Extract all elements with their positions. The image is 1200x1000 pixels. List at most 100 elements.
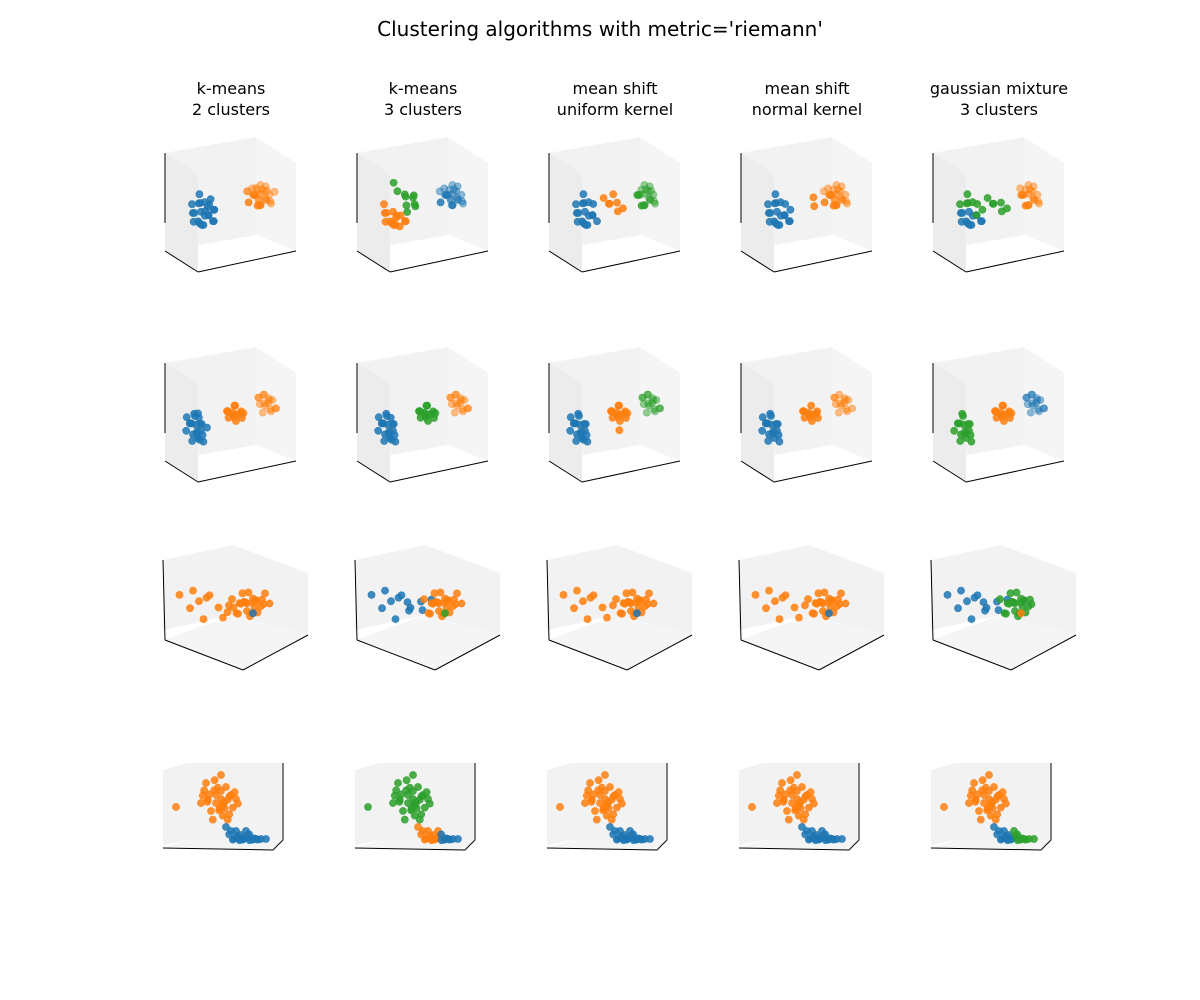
point-blue-0-17 bbox=[758, 413, 767, 422]
point-blue-0-8 bbox=[186, 419, 195, 428]
point-orange-0-31 bbox=[225, 810, 234, 819]
column-title-ms_uniform-line1: mean shift bbox=[572, 79, 657, 98]
panel-r2-gmm3 bbox=[932, 347, 1065, 483]
point-blue-1-15 bbox=[232, 827, 240, 835]
point-blue-0-10 bbox=[572, 437, 581, 445]
point-blue-1-22 bbox=[619, 836, 628, 845]
y-axis-line bbox=[1010, 634, 1077, 671]
point-green-2-7 bbox=[1030, 835, 1038, 843]
point-blue-1-23 bbox=[634, 834, 643, 843]
pane-left bbox=[165, 153, 198, 272]
point-orange-2-18 bbox=[1020, 190, 1029, 199]
pane-right bbox=[832, 137, 872, 251]
point-orange-1-5 bbox=[609, 190, 618, 199]
z-axis-line bbox=[738, 559, 742, 641]
panel-grid bbox=[162, 137, 1077, 851]
panel-r4-kmeans3 bbox=[354, 763, 476, 851]
point-orange-0-1 bbox=[573, 586, 581, 595]
point-blue-0-12 bbox=[574, 409, 583, 418]
point-orange-1-17 bbox=[841, 190, 850, 199]
point-orange-0-30 bbox=[214, 603, 223, 612]
point-blue-0-17 bbox=[386, 413, 395, 422]
point-orange-0-12 bbox=[783, 807, 791, 815]
point-blue-0-2 bbox=[378, 604, 386, 613]
pane-back bbox=[355, 545, 500, 635]
point-blue-0-10 bbox=[380, 437, 389, 445]
point-orange-1-11 bbox=[808, 417, 816, 425]
point-green-2-16 bbox=[651, 199, 659, 208]
point-blue-0-12 bbox=[579, 190, 588, 199]
column-title-kmeans3-line2: 3 clusters bbox=[384, 100, 462, 119]
point-orange-1-23 bbox=[848, 404, 857, 413]
point-orange-0-32 bbox=[971, 797, 980, 806]
pane-right bbox=[1024, 347, 1064, 461]
point-orange-0-33 bbox=[609, 792, 618, 801]
point-orange-1-26 bbox=[243, 187, 251, 196]
point-green-0-24 bbox=[400, 815, 409, 824]
point-orange-0-29 bbox=[198, 791, 207, 800]
y-axis-line bbox=[626, 634, 693, 671]
point-orange-1-24 bbox=[252, 184, 260, 192]
point-green-1-1 bbox=[972, 211, 981, 219]
point-blue-0-13 bbox=[786, 205, 795, 214]
point-orange-0-31 bbox=[993, 810, 1002, 819]
point-orange-1-11 bbox=[232, 417, 240, 425]
point-orange-1-13 bbox=[1007, 409, 1016, 418]
point-orange-1-13 bbox=[820, 198, 829, 207]
point-orange-0-30 bbox=[794, 799, 803, 808]
point-blue-0-17 bbox=[457, 190, 466, 199]
point-orange-0-29 bbox=[774, 791, 783, 800]
point-blue-2-4 bbox=[1023, 400, 1032, 409]
point-orange-0-33 bbox=[993, 792, 1002, 801]
point-blue-1-23 bbox=[826, 834, 835, 843]
point-blue-0-21 bbox=[435, 187, 444, 196]
point-orange-0-27 bbox=[788, 791, 796, 799]
point-orange-0-35 bbox=[261, 589, 269, 598]
point-orange-0-33 bbox=[225, 792, 234, 801]
point-orange-1-12 bbox=[424, 609, 433, 617]
panel-r1-ms_uniform bbox=[548, 137, 681, 273]
point-orange-0-5 bbox=[589, 591, 598, 600]
point-orange-0-4 bbox=[771, 597, 779, 606]
point-blue-0-13 bbox=[578, 199, 587, 208]
point-orange-0-0 bbox=[172, 803, 180, 811]
point-orange-0-34 bbox=[985, 771, 993, 779]
pane-floor bbox=[547, 615, 692, 670]
pane-floor bbox=[739, 615, 884, 670]
column-title-ms_normal-line1: mean shift bbox=[764, 79, 849, 98]
pane-right bbox=[640, 137, 680, 251]
point-green-0-0 bbox=[364, 803, 372, 811]
point-orange-0-30 bbox=[598, 603, 607, 612]
x-axis-line bbox=[740, 639, 820, 671]
point-green-1-14 bbox=[996, 595, 1004, 604]
point-blue-1-0 bbox=[825, 609, 833, 618]
point-green-0-2 bbox=[402, 776, 411, 785]
point-green-0-17 bbox=[389, 799, 397, 807]
x-axis-line bbox=[656, 839, 668, 851]
point-orange-0-24 bbox=[622, 589, 631, 598]
pane-left bbox=[357, 363, 390, 482]
point-orange-0-34 bbox=[217, 771, 225, 779]
point-orange-0-31 bbox=[801, 810, 810, 819]
point-blue-0-13 bbox=[765, 430, 773, 439]
point-orange-0-25 bbox=[801, 601, 809, 610]
point-orange-0-0 bbox=[940, 803, 948, 811]
point-orange-2-17 bbox=[1035, 199, 1043, 208]
point-orange-1-8 bbox=[223, 407, 232, 416]
point-blue-0-6 bbox=[967, 615, 976, 623]
point-blue-1-19 bbox=[609, 830, 618, 839]
point-blue-0-15 bbox=[775, 437, 784, 446]
point-orange-0-1 bbox=[778, 779, 786, 787]
point-green-0-11 bbox=[966, 431, 975, 439]
point-orange-1-22 bbox=[834, 408, 843, 417]
point-orange-0-27 bbox=[980, 791, 988, 799]
point-green-1-8 bbox=[389, 178, 398, 187]
point-orange-1-11 bbox=[1000, 417, 1008, 425]
point-blue-0-8 bbox=[378, 419, 387, 428]
point-orange-0-27 bbox=[596, 791, 604, 799]
point-orange-0-29 bbox=[636, 596, 644, 605]
point-orange-0-6 bbox=[775, 615, 784, 623]
point-blue-0-5 bbox=[958, 209, 967, 217]
point-green-1-6 bbox=[962, 199, 971, 208]
point-orange-0-26 bbox=[617, 799, 626, 808]
